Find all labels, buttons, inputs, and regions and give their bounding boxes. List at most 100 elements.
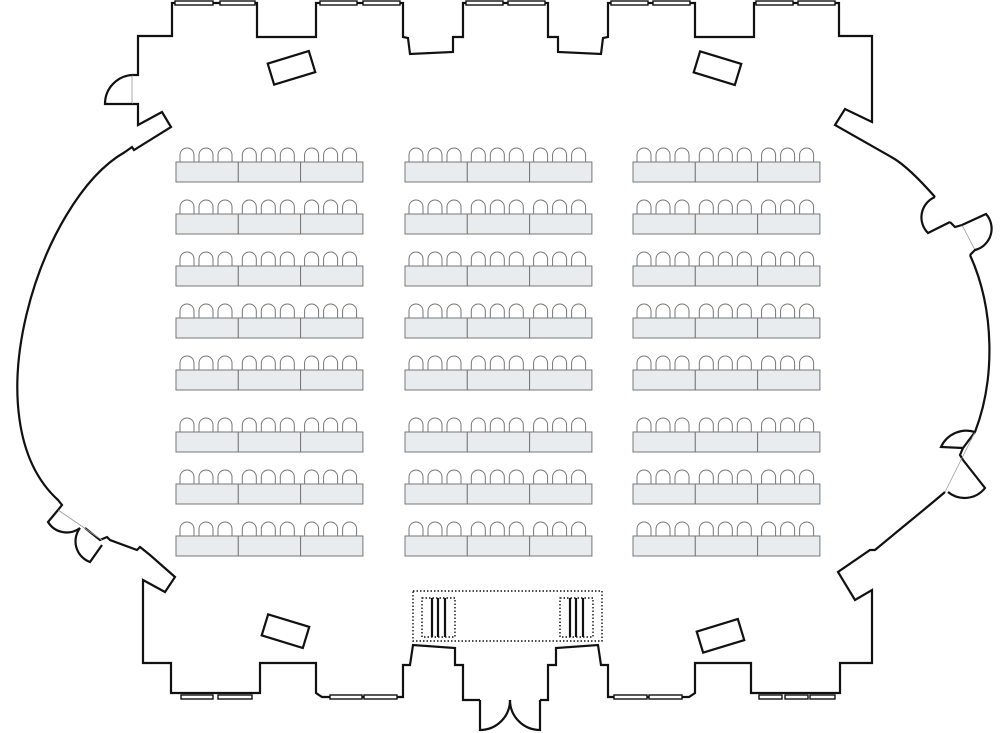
chair[interactable] [179, 469, 195, 484]
chair[interactable] [533, 469, 549, 484]
chair[interactable] [241, 521, 257, 536]
chair[interactable] [217, 199, 233, 214]
table-group[interactable] [466, 303, 531, 339]
chair[interactable] [179, 303, 195, 318]
chair[interactable] [799, 469, 815, 484]
chair[interactable] [674, 469, 690, 484]
chair[interactable] [799, 147, 815, 162]
chair[interactable] [571, 521, 587, 536]
table-group[interactable] [300, 521, 364, 557]
chair[interactable] [489, 147, 505, 162]
table[interactable] [694, 265, 759, 287]
chair[interactable] [241, 251, 257, 266]
chair[interactable] [761, 417, 777, 432]
table-group[interactable] [632, 303, 696, 339]
chair[interactable] [736, 355, 752, 370]
table[interactable] [632, 483, 696, 505]
table[interactable] [175, 483, 239, 505]
chair[interactable] [217, 521, 233, 536]
chair[interactable] [304, 147, 320, 162]
table-group[interactable] [694, 199, 759, 235]
chair[interactable] [717, 199, 733, 214]
chair[interactable] [533, 303, 549, 318]
chair[interactable] [761, 521, 777, 536]
chair[interactable] [304, 469, 320, 484]
chair[interactable] [674, 355, 690, 370]
chair[interactable] [636, 417, 652, 432]
table[interactable] [404, 161, 468, 183]
table-group[interactable] [694, 303, 759, 339]
chair[interactable] [655, 417, 671, 432]
chair[interactable] [533, 417, 549, 432]
chair[interactable] [717, 251, 733, 266]
table-group[interactable] [237, 147, 302, 183]
chair[interactable] [674, 417, 690, 432]
chair[interactable] [279, 469, 295, 484]
chair[interactable] [761, 199, 777, 214]
chair[interactable] [241, 469, 257, 484]
chair[interactable] [217, 355, 233, 370]
chair[interactable] [241, 417, 257, 432]
chair[interactable] [217, 469, 233, 484]
chair[interactable] [342, 355, 358, 370]
table[interactable] [529, 535, 593, 557]
table[interactable] [237, 265, 302, 287]
table-group[interactable] [237, 251, 302, 287]
table-group[interactable] [466, 199, 531, 235]
chair[interactable] [698, 355, 714, 370]
table[interactable] [757, 265, 821, 287]
table[interactable] [300, 431, 364, 453]
table-group[interactable] [757, 147, 821, 183]
chair[interactable] [470, 251, 486, 266]
table[interactable] [300, 535, 364, 557]
chair[interactable] [198, 355, 214, 370]
chair[interactable] [323, 355, 339, 370]
table[interactable] [632, 369, 696, 391]
table-group[interactable] [175, 521, 239, 557]
table[interactable] [757, 317, 821, 339]
table[interactable] [175, 431, 239, 453]
table-group[interactable] [300, 199, 364, 235]
table[interactable] [632, 265, 696, 287]
chair[interactable] [470, 303, 486, 318]
table[interactable] [237, 431, 302, 453]
table-group[interactable] [466, 521, 531, 557]
chair[interactable] [674, 199, 690, 214]
table-group[interactable] [404, 147, 468, 183]
table-group[interactable] [757, 469, 821, 505]
table-group[interactable] [237, 303, 302, 339]
chair[interactable] [446, 521, 462, 536]
door-right-top-2[interactable] [961, 212, 993, 256]
chair[interactable] [780, 199, 796, 214]
table-group[interactable] [529, 251, 593, 287]
door-left-top[interactable] [103, 73, 133, 106]
chair[interactable] [470, 521, 486, 536]
chair[interactable] [279, 303, 295, 318]
chair[interactable] [636, 147, 652, 162]
chair[interactable] [323, 251, 339, 266]
table[interactable] [694, 369, 759, 391]
chair[interactable] [489, 469, 505, 484]
table[interactable] [466, 535, 531, 557]
chair[interactable] [655, 147, 671, 162]
chair[interactable] [761, 251, 777, 266]
chair[interactable] [279, 417, 295, 432]
table[interactable] [300, 317, 364, 339]
table[interactable] [529, 317, 593, 339]
table[interactable] [466, 265, 531, 287]
table[interactable] [529, 369, 593, 391]
table[interactable] [694, 213, 759, 235]
table-group[interactable] [694, 251, 759, 287]
table-group[interactable] [175, 199, 239, 235]
chair[interactable] [655, 199, 671, 214]
chair[interactable] [636, 469, 652, 484]
table-group[interactable] [237, 417, 302, 453]
chair[interactable] [717, 147, 733, 162]
table[interactable] [466, 483, 531, 505]
chair[interactable] [260, 303, 276, 318]
chair[interactable] [780, 355, 796, 370]
table-group[interactable] [175, 303, 239, 339]
table-group[interactable] [237, 199, 302, 235]
chair[interactable] [446, 251, 462, 266]
chair[interactable] [533, 199, 549, 214]
